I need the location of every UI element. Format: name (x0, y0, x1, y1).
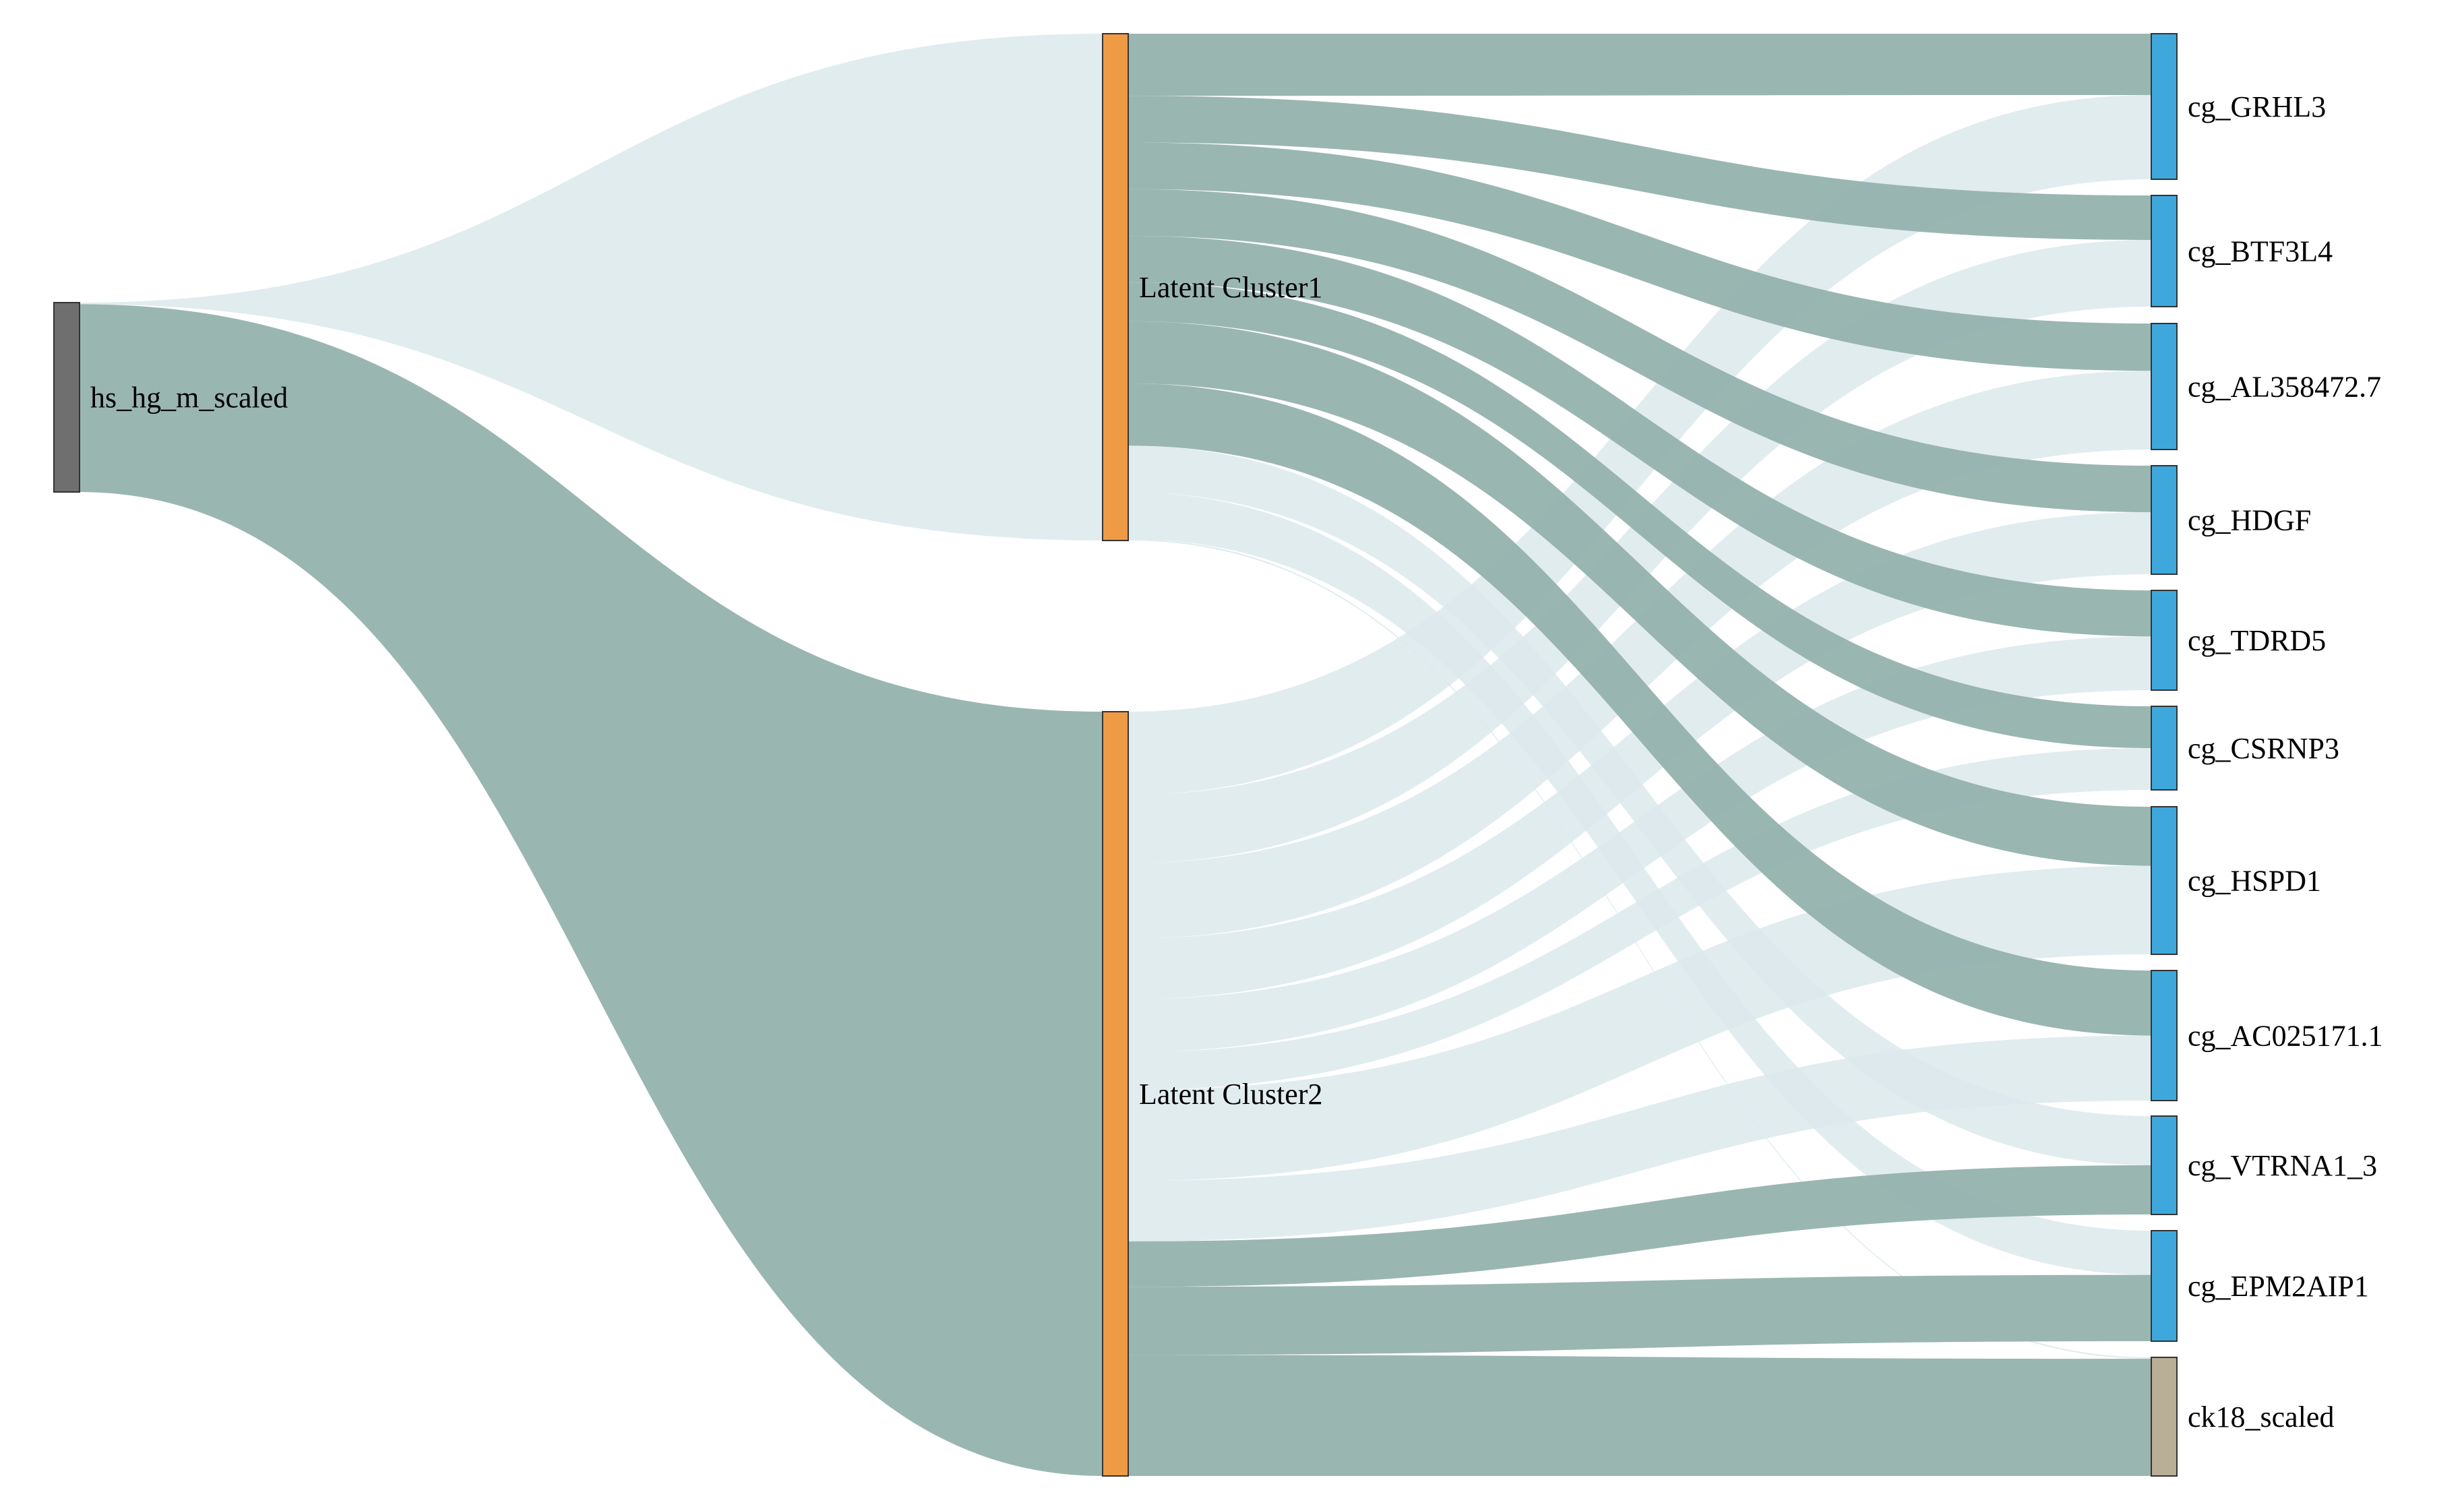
node-tdrd5 (2151, 590, 2178, 691)
node-label-lc2: Latent Cluster2 (1139, 1078, 1323, 1111)
node-label-ac025171: cg_AC025171.1 (2188, 1020, 2383, 1053)
link-lc2-to-ac025171 (1128, 1035, 2151, 1241)
link-lc2-to-csrnp3 (1128, 748, 2151, 1090)
link-lc1-to-grhl3 (1128, 34, 2151, 96)
node-src (53, 302, 80, 493)
link-lc1-to-csrnp3 (1128, 282, 2151, 749)
links-layer (80, 34, 2151, 1477)
node-label-src: hs_hg_m_scaled (90, 381, 288, 414)
nodes-layer (53, 33, 2178, 1477)
node-epm2aip1 (2151, 1230, 2178, 1342)
link-src-to-lc1 (80, 34, 1103, 541)
node-label-tdrd5: cg_TDRD5 (2188, 624, 2326, 657)
node-btf3l4 (2151, 195, 2178, 307)
link-src-to-lc2 (80, 304, 1103, 1477)
link-lc1-to-al358472 (1128, 142, 2151, 371)
node-label-csrnp3: cg_CSRNP3 (2188, 732, 2339, 765)
node-lc1 (1102, 33, 1129, 541)
node-label-hspd1: cg_HSPD1 (2188, 865, 2321, 898)
node-label-grhl3: cg_GRHL3 (2188, 90, 2326, 123)
link-lc1-to-vtrna1 (1128, 445, 2151, 1165)
node-label-epm2aip1: cg_EPM2AIP1 (2188, 1270, 2369, 1303)
node-label-al358472: cg_AL358472.7 (2188, 371, 2381, 404)
link-lc2-to-ck18 (1128, 1355, 2151, 1476)
link-lc1-to-tdrd5 (1128, 235, 2151, 637)
node-label-ck18: ck18_scaled (2188, 1400, 2334, 1434)
link-lc2-to-vtrna1 (1128, 1165, 2151, 1287)
node-ck18 (2151, 1357, 2178, 1477)
node-label-lc1: Latent Cluster1 (1139, 271, 1323, 304)
node-label-hdgf: cg_HDGF (2188, 504, 2311, 537)
node-hspd1 (2151, 806, 2178, 955)
link-lc1-to-hdgf (1128, 189, 2151, 512)
node-vtrna1 (2151, 1115, 2178, 1215)
link-lc2-to-epm2aip1 (1128, 1274, 2151, 1355)
node-lc2 (1102, 711, 1129, 1477)
node-label-btf3l4: cg_BTF3L4 (2188, 235, 2333, 268)
node-ac025171 (2151, 970, 2178, 1101)
node-al358472 (2151, 323, 2178, 450)
link-lc2-to-btf3l4 (1128, 240, 2151, 863)
link-lc1-to-ac025171 (1128, 383, 2151, 1036)
node-csrnp3 (2151, 706, 2178, 791)
link-lc1-to-btf3l4 (1128, 96, 2151, 240)
link-lc2-to-hdgf (1128, 512, 2151, 999)
node-grhl3 (2151, 33, 2178, 180)
link-lc1-to-epm2aip1 (1128, 492, 2151, 1275)
node-label-vtrna1: cg_VTRNA1_3 (2188, 1149, 2377, 1182)
link-lc1-to-hspd1 (1128, 321, 2151, 866)
node-hdgf (2151, 465, 2178, 575)
link-lc2-to-al358472 (1128, 371, 2151, 939)
link-lc1-to-ck18 (1128, 538, 2151, 1359)
link-lc2-to-tdrd5 (1128, 636, 2151, 1053)
